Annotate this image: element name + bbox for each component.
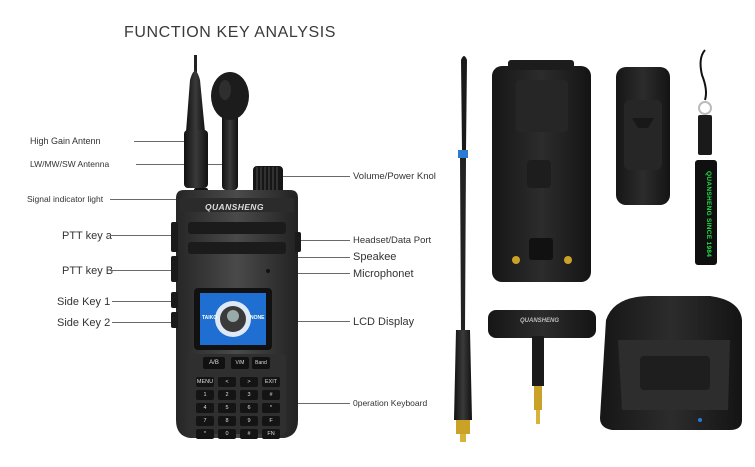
- operation-keyboard: [188, 354, 286, 434]
- keypad-key[interactable]: *: [262, 403, 280, 413]
- battery: [492, 60, 591, 282]
- keypad-key[interactable]: 4: [196, 403, 214, 413]
- label-side-key-1: Side Key 1: [57, 296, 111, 308]
- leader-line: [112, 322, 174, 323]
- lanyard-strap: [695, 160, 717, 265]
- keypad-key[interactable]: >: [240, 377, 258, 387]
- keypad-key[interactable]: FN: [262, 429, 280, 439]
- keypad-key[interactable]: 8: [218, 416, 236, 426]
- keypad-key[interactable]: 3: [240, 390, 258, 400]
- charging-dock: [600, 296, 742, 430]
- label-operation-keyboard: 0peration Keyboard: [353, 398, 428, 408]
- leader-line: [298, 240, 350, 241]
- leader-line: [272, 257, 350, 258]
- label-ptt-key-b: PTT key B: [62, 265, 114, 277]
- leader-line: [136, 164, 228, 165]
- side-key-1: [171, 292, 178, 308]
- speaker-grille: [188, 222, 286, 234]
- page-title: FUNCTION KEY ANALYSIS: [124, 24, 337, 41]
- key-a-b[interactable]: A/B: [203, 357, 225, 369]
- high-gain-antenna: [186, 71, 205, 132]
- leader-line: [262, 403, 350, 404]
- keypad-key[interactable]: MENU: [196, 377, 214, 387]
- leader-line: [268, 273, 350, 274]
- battery-contact: [512, 256, 520, 264]
- antenna-tip: [194, 55, 197, 85]
- programming-cable: [488, 310, 596, 424]
- label-signal-indicator-light: Signal indicator light: [27, 194, 104, 204]
- side-key-2: [171, 312, 178, 328]
- lcd-text-right: NONE: [250, 315, 265, 321]
- battery-contact: [564, 256, 572, 264]
- keypad-key[interactable]: *: [196, 429, 214, 439]
- label-high-gain-antenna: High Gain Antenn: [30, 136, 101, 146]
- keypad-key[interactable]: 5: [218, 403, 236, 413]
- keypad-key[interactable]: 9: [240, 416, 258, 426]
- belt-clip: [616, 67, 670, 205]
- keypad-key[interactable]: <: [218, 377, 236, 387]
- lanyard-text: QUANSHENG SINCE 1984: [705, 170, 712, 258]
- label-microphone: Microphonet: [353, 268, 414, 280]
- label-lw-mw-sw-antenna: LW/MW/SW Antenna: [30, 159, 110, 169]
- keypad-key[interactable]: F: [262, 416, 280, 426]
- cable-brand: QUANSHENG: [520, 318, 560, 324]
- keypad-key[interactable]: #: [262, 390, 280, 400]
- keypad-key[interactable]: 2: [218, 390, 236, 400]
- leader-line: [276, 176, 350, 177]
- ptt-key-b: [171, 256, 178, 282]
- keypad-key[interactable]: #: [240, 429, 258, 439]
- leader-line: [112, 301, 174, 302]
- keypad-key[interactable]: 0: [218, 429, 236, 439]
- label-volume-power-knob: Volume/Power Knol: [353, 171, 436, 182]
- keypad-key[interactable]: 1: [196, 390, 214, 400]
- microphone-hole: [266, 269, 270, 273]
- antenna-base: [184, 130, 208, 188]
- leader-line: [110, 199, 196, 200]
- label-headset-data-port: Headset/Data Port: [353, 235, 432, 246]
- lcd-text-left: TAIKO: [202, 315, 218, 321]
- leader-line: [110, 270, 174, 271]
- long-antenna: [454, 56, 472, 442]
- radio: [171, 55, 301, 438]
- ptt-key-a: [171, 222, 178, 252]
- label-ptt-key-a: PTT key a: [62, 230, 112, 242]
- key-v-m[interactable]: V/M: [231, 357, 249, 369]
- leader-line: [110, 235, 174, 236]
- headset-data-port: [295, 232, 301, 252]
- keypad-key[interactable]: EXIT: [262, 377, 280, 387]
- label-side-key-2: Side Key 2: [57, 317, 111, 329]
- key-band[interactable]: Band: [252, 357, 270, 369]
- antenna-blue-ring: [458, 150, 468, 158]
- brand-logo: QUANSHENG: [205, 202, 264, 212]
- antenna-head: [211, 72, 249, 120]
- label-lcd-display: LCD Display: [353, 316, 415, 328]
- keypad-key[interactable]: 7: [196, 416, 214, 426]
- leader-line: [262, 321, 350, 322]
- leader-line: [134, 141, 186, 142]
- keypad-key[interactable]: 6: [240, 403, 258, 413]
- lanyard: [695, 49, 717, 265]
- lw-mw-sw-antenna: [222, 105, 238, 190]
- label-speaker: Speakee: [353, 251, 397, 263]
